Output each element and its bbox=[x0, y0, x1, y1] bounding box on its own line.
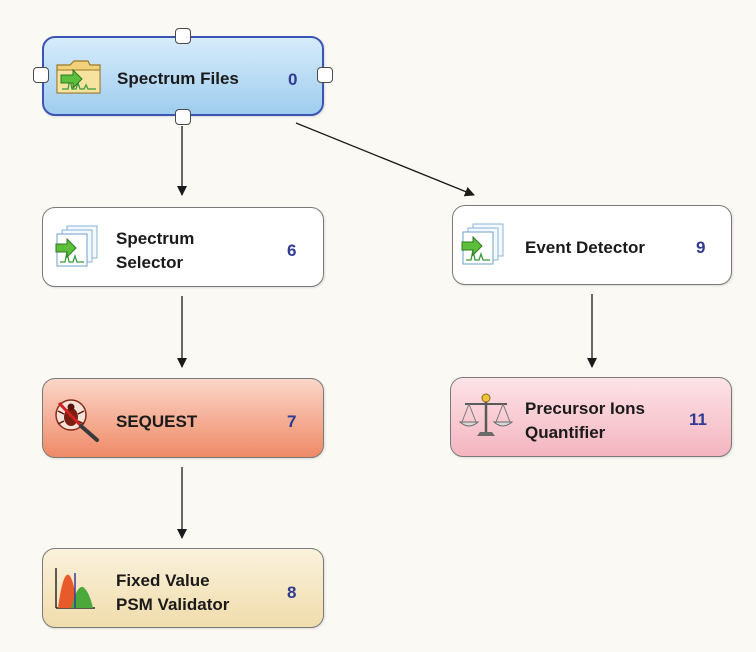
node-label: PSM Validator bbox=[116, 595, 230, 614]
connector-handle-left[interactable] bbox=[33, 67, 49, 83]
node-label: Spectrum bbox=[116, 229, 195, 248]
node-precursor-ions-quantifier[interactable]: Precursor Ions Quantifier 11 bbox=[450, 377, 732, 457]
balance-scale-icon bbox=[458, 392, 514, 447]
connector-handle-right[interactable] bbox=[317, 67, 333, 83]
node-count: 8 bbox=[287, 583, 297, 602]
node-spectrum-selector[interactable]: Spectrum Selector 6 bbox=[42, 207, 324, 287]
sequest-bug-icon bbox=[51, 393, 101, 448]
node-sequest[interactable]: SEQUEST 7 bbox=[42, 378, 324, 458]
folder-spectrum-icon bbox=[54, 57, 104, 102]
node-count: 0 bbox=[288, 70, 298, 89]
node-count: 7 bbox=[287, 412, 297, 431]
node-count: 6 bbox=[287, 241, 297, 260]
distribution-chart-icon bbox=[53, 565, 97, 616]
node-fixed-value-psm-validator[interactable]: Fixed Value PSM Validator 8 bbox=[42, 548, 324, 628]
spectrum-stack-icon bbox=[459, 222, 507, 273]
connector-handle-top[interactable] bbox=[175, 28, 191, 44]
node-label: Fixed Value bbox=[116, 571, 210, 590]
node-event-detector[interactable]: Event Detector 9 bbox=[452, 205, 732, 285]
node-spectrum-files[interactable]: Spectrum Files 0 bbox=[33, 28, 333, 125]
node-label: Event Detector bbox=[525, 238, 645, 257]
spectrum-stack-icon bbox=[53, 224, 101, 275]
node-label: Spectrum Files bbox=[117, 69, 239, 88]
node-label: Quantifier bbox=[525, 423, 606, 442]
node-label: Precursor Ions bbox=[525, 399, 645, 418]
edge-spectrum-files-to-event-detector bbox=[295, 122, 475, 197]
node-count: 11 bbox=[689, 410, 707, 429]
node-label: Selector bbox=[116, 253, 184, 272]
connector-handle-bottom[interactable] bbox=[175, 109, 191, 125]
node-label: SEQUEST bbox=[116, 412, 198, 431]
node-count: 9 bbox=[696, 238, 706, 257]
